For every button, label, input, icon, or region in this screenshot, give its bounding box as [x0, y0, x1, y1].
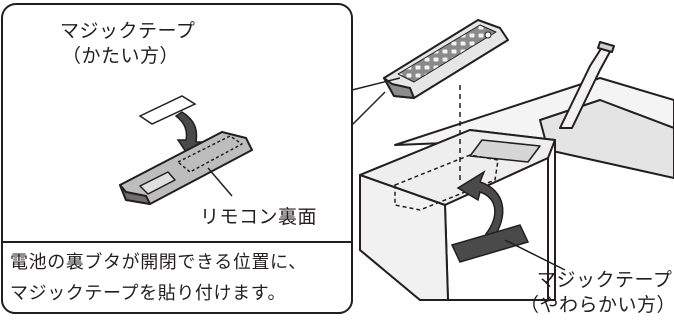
hook-tape-label-line2: （かたい方） — [62, 45, 180, 67]
hook-tape-label-line1: マジックテープ — [60, 20, 196, 42]
instruction-line1: 電池の裏ブタが開閉できる位置に、 — [10, 252, 307, 273]
hook-tape-piece — [138, 95, 197, 125]
remote-top-view — [383, 19, 509, 99]
soft-tape-leader — [504, 239, 566, 271]
stand-arm — [559, 41, 615, 129]
inset-callout-pointer-2 — [351, 91, 386, 126]
display-unit — [359, 77, 674, 301]
curved-arrow-main — [456, 170, 504, 242]
remote-back-view — [119, 131, 253, 205]
soft-tape-patch — [450, 224, 530, 263]
instruction-box — [0, 241, 353, 314]
remote-back-leader — [207, 167, 233, 197]
soft-tape-label-line2: （やわらかい方） — [520, 294, 674, 316]
instruction-line2: マジックテープを貼り付けます。 — [10, 283, 287, 304]
soft-tape-label-line1: マジックテープ — [537, 269, 673, 291]
inset-callout-pointer — [351, 77, 401, 91]
target-area-outline — [394, 154, 499, 211]
remote-back-label: リモコン裏面 — [200, 206, 318, 228]
